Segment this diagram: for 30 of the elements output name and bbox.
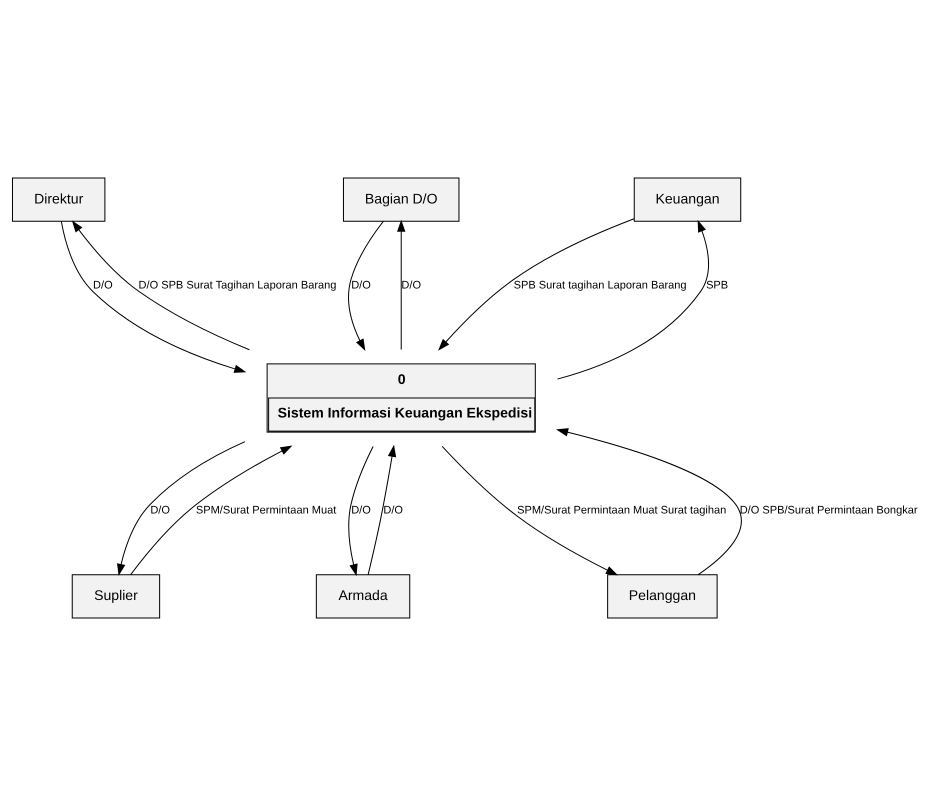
arrow — [117, 440, 246, 576]
edge-label: D/O — [351, 504, 371, 516]
edge-label: SPB Surat tagihan Laporan Barang — [514, 278, 687, 291]
arrow — [60, 220, 246, 372]
arrow — [72, 220, 250, 350]
edge-label: SPM/Surat Permintaan Muat Surat tagihan — [517, 504, 726, 516]
arrow — [556, 428, 742, 575]
node-box: Direktur — [12, 177, 106, 222]
arrow — [442, 445, 618, 575]
edge-label: D/O SPB Surat Tagihan Laporan Barang — [138, 278, 336, 291]
edge-label: D/O — [93, 278, 113, 291]
arrow — [397, 219, 406, 350]
node-box: Armada — [316, 574, 410, 618]
edge-label: SPB — [706, 278, 728, 291]
edge-label: SPM/Surat Permintaan Muat — [196, 504, 336, 516]
arrow — [438, 218, 634, 350]
edge-label: D/O — [401, 278, 422, 291]
edge-label: D/O — [383, 504, 403, 516]
node-box: Pelanggan — [607, 574, 718, 618]
node-box: Keuangan — [634, 177, 742, 222]
node-box: Bagian D/O — [342, 177, 460, 222]
arrow — [557, 219, 709, 380]
arrow — [130, 445, 292, 574]
arrow — [348, 220, 384, 350]
edge-label: D/O — [351, 278, 371, 291]
arrow — [348, 446, 374, 576]
arrow — [368, 444, 396, 574]
node-box: Suplier — [72, 574, 160, 618]
edge-label: D/O — [150, 504, 170, 516]
edge-label: D/O SPB/Surat Permintaan Bongkar — [740, 504, 918, 516]
